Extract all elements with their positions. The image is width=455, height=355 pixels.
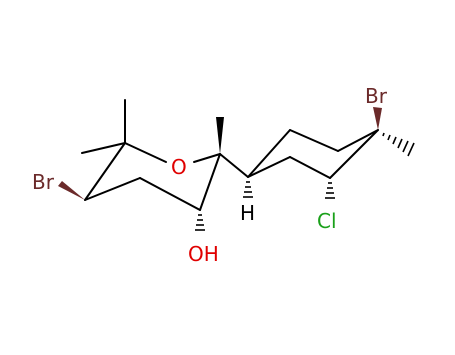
wedge-c5-br — [58, 181, 85, 200]
bond-r2-r3 — [289, 129, 339, 152]
bond-c6-c5 — [84, 142, 126, 201]
atom-o-ring: O — [171, 155, 187, 179]
bond-r4-r5 — [329, 129, 379, 179]
bond-r3-r4 — [337, 129, 379, 152]
bond-c6-o — [124, 142, 167, 163]
atom-cl: Cl — [317, 209, 337, 233]
bond-o-c2 — [193, 153, 221, 163]
atom-h: H — [240, 201, 255, 225]
hash-c3-oh — [195, 214, 205, 231]
atom-br-left: Br — [32, 170, 55, 194]
bond-r5-r6 — [289, 156, 331, 179]
hash-r4-methyl — [382, 132, 415, 157]
bond-c6-methyl-left — [81, 142, 126, 154]
bond-c3-c2 — [199, 153, 221, 211]
bond-c5-c4 — [84, 177, 141, 201]
bond-r6-r1 — [247, 156, 291, 178]
bond-c4-c3 — [139, 177, 201, 211]
atom-br-right: Br — [365, 84, 388, 108]
hash-r5-cl — [325, 182, 335, 199]
wedge-c2-methyl — [216, 117, 224, 154]
wedge-r4-br — [373, 107, 382, 130]
atom-oh: OH — [188, 242, 219, 266]
bond-c2-c1prime — [219, 153, 249, 178]
bond-r1-r2 — [247, 129, 291, 178]
hash-r1-h — [243, 181, 253, 198]
bonds — [81, 99, 379, 211]
